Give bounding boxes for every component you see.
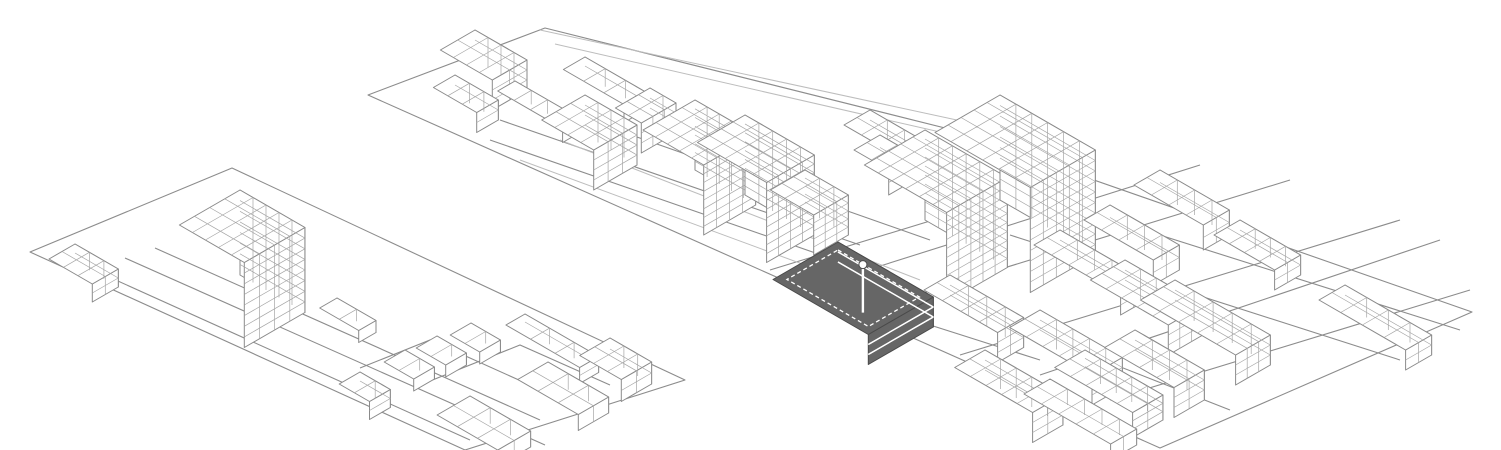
block-e13: [1213, 219, 1302, 291]
block-w2: [319, 297, 377, 343]
block-w1: [48, 243, 119, 303]
selected-building: [772, 241, 934, 365]
selected-building-roof-outline: [785, 249, 921, 328]
block-e2: [432, 74, 499, 133]
block-e1: [439, 29, 528, 111]
block-w4: [415, 335, 467, 378]
block-e10: [1133, 169, 1230, 251]
block-w10: [436, 395, 532, 450]
block-e15: [923, 274, 1025, 363]
block-w6: [338, 371, 391, 420]
street-1: [97, 271, 471, 441]
block-e21: [1104, 329, 1205, 418]
block-e14: [1318, 284, 1433, 371]
block-w7: [505, 313, 600, 384]
block-w3: [383, 349, 435, 392]
block-e20: [1054, 349, 1164, 438]
block-w9: [517, 361, 610, 431]
tower-east-a: [863, 129, 1008, 303]
block-e11: [1083, 204, 1180, 286]
selected-building-block[interactable]: [772, 241, 934, 365]
path-2: [554, 43, 976, 141]
block-e7: [769, 169, 849, 256]
street-3: [154, 247, 541, 421]
building-massings: [48, 29, 1433, 450]
selected-building-floor-lines: [837, 251, 934, 356]
location-pin-icon[interactable]: [858, 260, 868, 270]
block-e22: [1023, 378, 1138, 450]
block-e17: [1139, 279, 1271, 386]
tower-west: [178, 189, 306, 348]
block-e5: [541, 94, 638, 191]
block-w5: [449, 322, 501, 365]
path-1: [539, 29, 981, 126]
block-w8: [579, 337, 653, 402]
